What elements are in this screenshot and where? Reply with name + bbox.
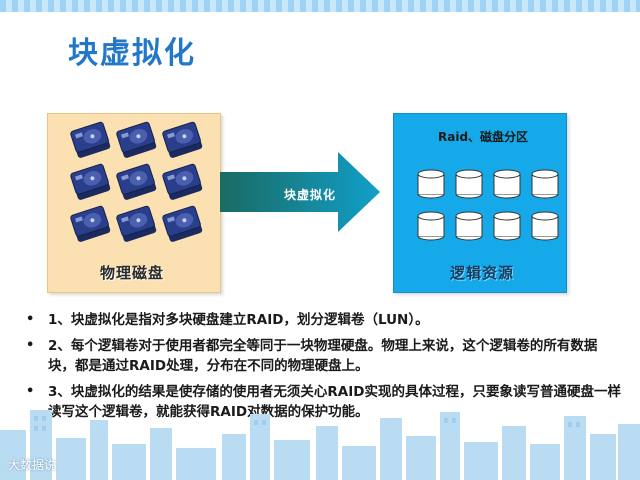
physical-disks-panel: 物理磁盘 [47, 113, 221, 293]
hard-disk-icon [162, 121, 203, 158]
hard-disk-icon [162, 205, 203, 242]
watermark-text: 大数据说 [8, 458, 57, 472]
bullet-item-2: •2、每个逻辑卷对于使用者都完全等同于一块物理硬盘。物理上来说，这个逻辑卷的所有… [26, 338, 598, 374]
logical-volume-icon [455, 169, 483, 199]
hard-disk-icon [70, 163, 111, 200]
logical-volume-icon [531, 211, 559, 241]
hard-disk-icon [70, 121, 111, 158]
logical-volume-icon [493, 169, 521, 199]
raid-partition-label: Raid、磁盘分区 [438, 130, 529, 144]
logical-volume-icon [455, 211, 483, 241]
top-decorative-stripe [0, 0, 640, 12]
hard-disk-icon [116, 121, 157, 158]
physical-disks-label: 物理磁盘 [100, 264, 165, 282]
hard-disk-icon [70, 205, 111, 242]
logical-volume-icon [417, 211, 445, 241]
arrow-label: 块虚拟化 [284, 188, 337, 202]
hard-disk-icon [162, 163, 203, 200]
hard-disk-icon [116, 205, 157, 242]
bullet-item-1: •1、块虚拟化是指对多块硬盘建立RAID，划分逻辑卷（LUN）。 [26, 312, 429, 328]
logical-volume-grid [417, 169, 559, 241]
slide-title: 块虚拟化 [68, 36, 196, 71]
logical-volume-icon [417, 169, 445, 199]
hard-disk-icon [116, 163, 157, 200]
logical-resources-label: 逻辑资源 [450, 264, 515, 282]
logical-volume-icon [493, 211, 521, 241]
virtualization-arrow [220, 152, 380, 232]
bullet-list: •1、块虚拟化是指对多块硬盘建立RAID，划分逻辑卷（LUN）。 •2、每个逻辑… [22, 310, 622, 428]
city-skyline-decoration [0, 410, 640, 480]
bullet-item-3: •3、块虚拟化的结果是使存储的使用者无须关心RAID实现的具体过程，只要象读写普… [26, 384, 621, 420]
logical-volume-icon [531, 169, 559, 199]
physical-disk-grid [70, 121, 203, 242]
logical-resources-panel: Raid、磁盘分区 逻辑资源 [393, 113, 567, 293]
